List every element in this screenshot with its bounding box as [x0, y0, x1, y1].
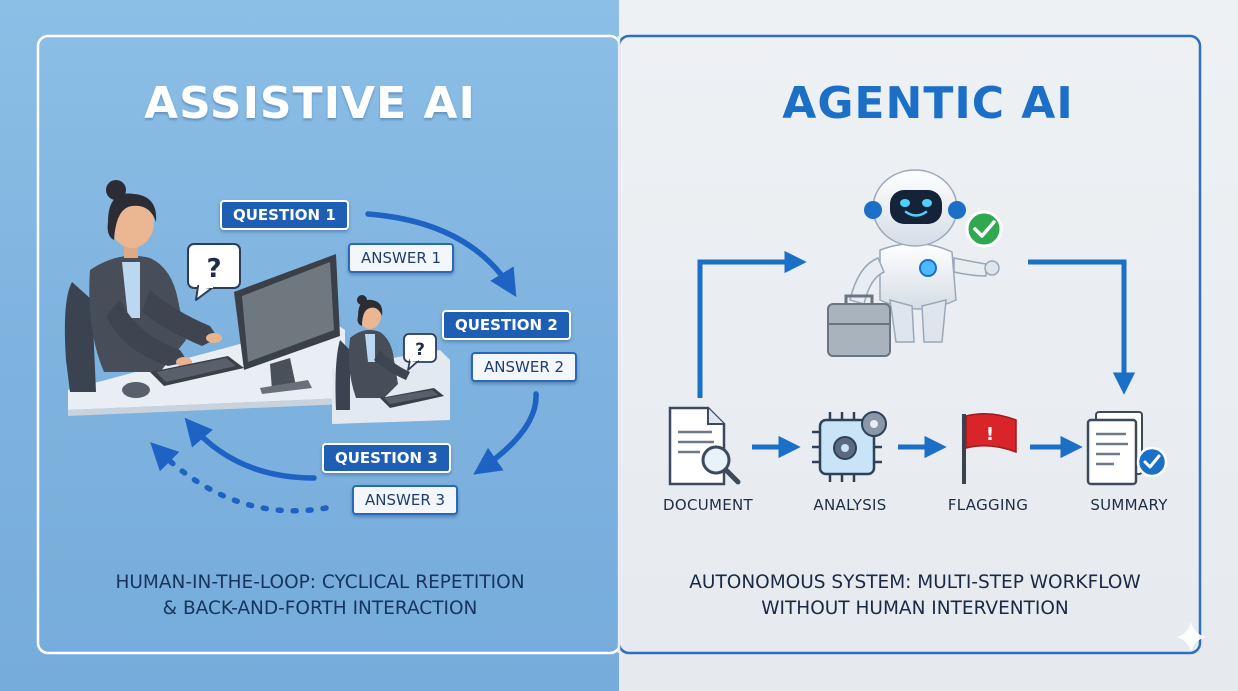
- assistive-title: ASSISTIVE AI: [30, 78, 590, 129]
- bubble-symbol-small: ?: [415, 340, 425, 360]
- bubble-symbol-large: ?: [206, 254, 221, 284]
- agentic-caption-line-1: AUTONOMOUS SYSTEM: MULTI-STEP WORKFLOW: [635, 570, 1195, 596]
- sparkle-icon: [1176, 622, 1206, 652]
- answer-1-label: ANSWER 1: [348, 243, 454, 273]
- agentic-caption-line-2: WITHOUT HUMAN INTERVENTION: [635, 596, 1195, 622]
- robot-agent-icon: [828, 170, 999, 356]
- red-flag-icon: !: [964, 414, 1016, 484]
- agentic-caption: AUTONOMOUS SYSTEM: MULTI-STEP WORKFLOW W…: [635, 570, 1195, 622]
- step-label-analysis: ANALYSIS: [790, 496, 910, 514]
- step-label-summary: SUMMARY: [1069, 496, 1189, 514]
- assistive-caption: HUMAN-IN-THE-LOOP: CYCLICAL REPETITION &…: [40, 570, 600, 622]
- step-label-flagging: FLAGGING: [928, 496, 1048, 514]
- question-bubble-large: ?: [188, 244, 240, 300]
- summary-check-icon: [1088, 412, 1166, 484]
- answer-3-label: ANSWER 3: [352, 485, 458, 515]
- answer-2-label: ANSWER 2: [471, 352, 577, 382]
- question-2-label: QUESTION 2: [442, 310, 571, 340]
- question-3-label: QUESTION 3: [322, 443, 451, 473]
- assistive-caption-line-1: HUMAN-IN-THE-LOOP: CYCLICAL REPETITION: [40, 570, 600, 596]
- svg-text:!: !: [986, 424, 994, 445]
- agentic-title: AGENTIC AI: [648, 78, 1208, 129]
- assistive-caption-line-2: & BACK-AND-FORTH INTERACTION: [40, 596, 600, 622]
- check-badge-icon: [967, 212, 1001, 246]
- step-label-document: DOCUMENT: [648, 496, 768, 514]
- question-1-label: QUESTION 1: [220, 200, 349, 230]
- document-search-icon: [670, 408, 738, 484]
- cpu-gears-icon: [812, 412, 886, 482]
